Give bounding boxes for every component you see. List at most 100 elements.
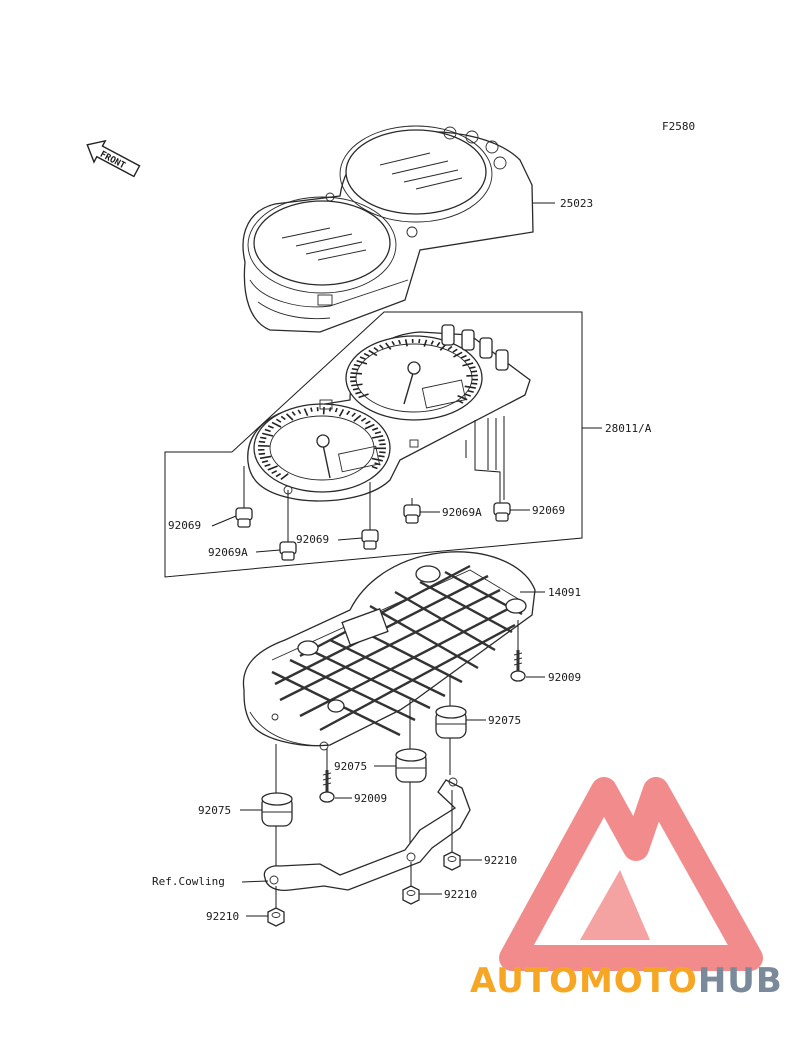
dial-tick [267,425,274,429]
figure-code: F2580 [662,120,695,133]
dial-tick [258,452,266,455]
dial-tick [363,352,370,357]
dial-tick [385,342,392,350]
dial-tick [261,460,269,464]
dial-tick [271,470,278,475]
bulb-92069-right [493,502,511,522]
dial-tick [470,370,478,373]
dial-tick [275,472,282,478]
label-bulb-right: 92069 [532,504,565,517]
label-socket-right: 92069A [442,506,482,519]
screw-92009-center [319,770,335,803]
dial-tick [338,408,345,417]
cowling-bracket [263,777,471,892]
label-bulb-left: 92069 [168,519,201,532]
dial-tick [430,340,434,345]
dial-tick [334,407,338,413]
label-nut-right: 92210 [484,854,517,867]
dial-tick [275,418,282,423]
dial-tick [378,455,385,458]
dial-tick [464,385,476,389]
label-ref-cowling: Ref.Cowling [152,875,225,888]
dial-tick [365,420,371,425]
nut-92210-right [443,851,461,871]
dial-tick [351,383,363,387]
dial-tick [470,382,478,385]
label-meter-assy: 28011/A [605,422,652,435]
dial-tick [371,465,378,470]
watermark-part2: HUB [698,961,783,1001]
socket-92069a-right [403,504,421,524]
dial-tick [460,354,467,359]
bulb-92069-left [235,507,253,528]
watermark-part1: AUTOMOTO [470,961,698,1001]
dial-tick [351,367,359,371]
dial-tick [423,339,428,347]
meter-case [242,125,534,333]
tachometer-dial [253,403,391,493]
dial-tick [358,393,369,399]
dial-tick [467,389,474,393]
label-screw-center: 92009 [354,792,387,805]
damper-92075-left [261,792,293,827]
label-damper-right: 92075 [488,714,521,727]
dial-tick [262,432,274,437]
dial-tick [353,363,361,367]
socket-92069a-left [279,541,297,561]
dial-tick [350,372,363,375]
dial-tick [378,439,385,442]
label-socket-left: 92069A [208,546,248,559]
dial-tick [368,349,378,357]
dial-tick [464,358,471,362]
nut-92210-left [267,907,285,927]
dial-tick [371,435,384,439]
dial-tick [379,344,384,349]
dial-tick [351,412,356,418]
dial-tick [264,428,271,433]
bulb-92069-center [361,529,379,550]
dial-tick [391,340,395,346]
damper-92075-center [395,748,427,783]
dial-tick [418,339,421,344]
dial-tick [310,407,313,412]
dial-tick [359,356,366,360]
dial-tick [352,387,360,391]
dial-tick [374,431,382,435]
label-damper-left: 92075 [198,804,231,817]
meter-cover [242,551,536,751]
dial-tick [398,339,402,345]
assy-bracket [164,311,583,578]
dial-tick [303,408,309,416]
dial-tick [291,411,296,416]
dial-tick [373,346,379,352]
automotohub-logo-icon [499,777,763,971]
dial-tick [260,436,267,440]
label-meter-case: 25023 [560,197,593,210]
meter-assy [247,324,531,502]
dial-tick [371,457,383,462]
label-nut-center: 92210 [444,888,477,901]
damper-92075-right [435,705,467,739]
dial-tick [372,427,379,431]
dial-tick [360,417,367,422]
label-bulb-center: 92069 [296,533,329,546]
nut-92210-center [402,885,420,905]
label-cover: 14091 [548,586,581,599]
label-damper-center: 92075 [334,760,367,773]
dial-tick [285,413,294,421]
watermark-text: AUTOMOTOHUB [470,961,783,1001]
speedometer-dial [345,335,483,421]
dial-tick [264,463,271,467]
dial-tick [464,393,472,397]
dial-tick [453,351,463,358]
dial-tick [355,391,362,395]
dial-tick [452,348,458,353]
front-arrow-icon: FRONT [86,139,141,178]
dial-tick [297,409,302,415]
label-screw-right: 92009 [548,671,581,684]
dial-tick [271,421,282,428]
dial-tick [280,415,286,421]
dial-tick [353,414,362,422]
dial-tick [364,423,375,430]
dial-tick [258,440,266,443]
